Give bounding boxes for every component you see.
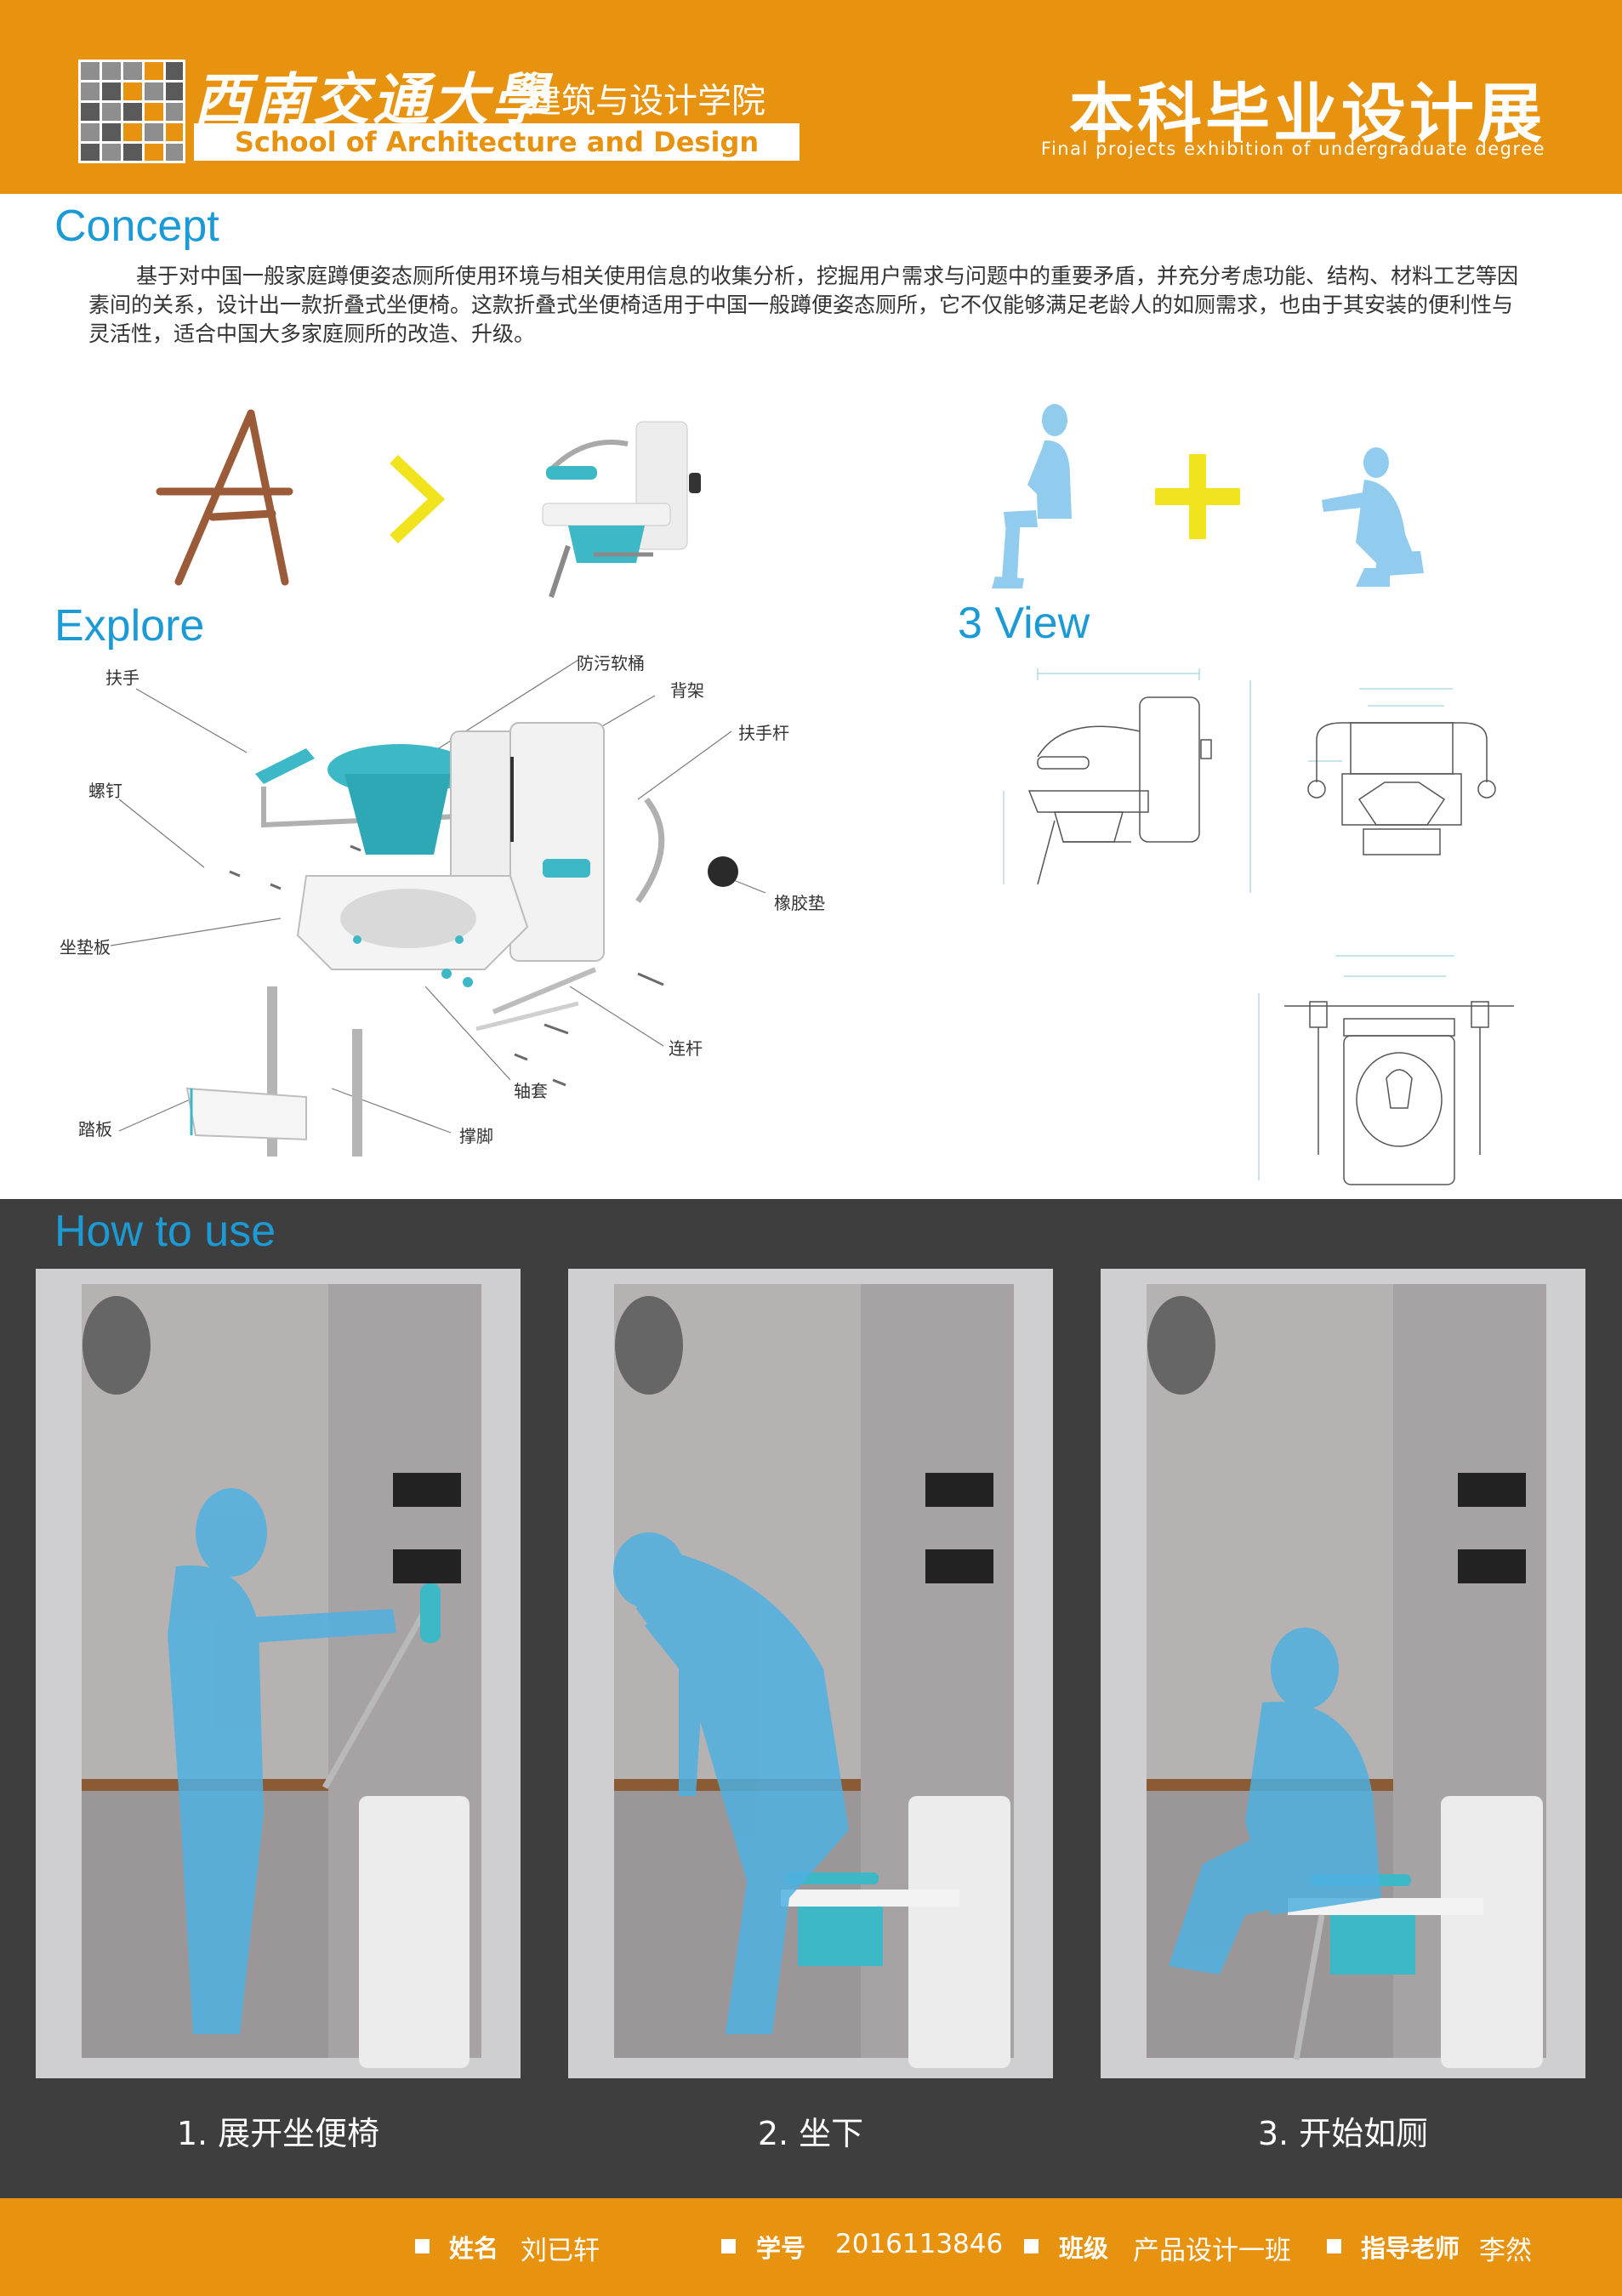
part-label-backframe: 背架 [670,680,704,701]
exploded-view-diagram [110,659,766,1157]
advisor-value: 李然 [1479,2236,1532,2266]
bullet-square-icon [1327,2239,1341,2253]
explore-heading: Explore [54,601,205,651]
college-name-cn: 建筑与设计学院 [527,82,765,121]
exhibition-title: 本科毕业设计展 [1069,76,1545,151]
top-view-drawing [1307,688,1496,855]
use-step-caption-2: 2. 坐下 [757,2115,864,2152]
student-name-label: 姓名 [449,2234,499,2263]
part-label-footboard: 踏板 [78,1119,112,1139]
part-label-bushing: 轴套 [514,1081,548,1101]
part-label-armrest-bar: 扶手杆 [738,723,789,743]
university-name-cn: 西南交通大學 [194,66,551,133]
university-logo-icon [78,60,185,163]
bathroom-scene-image [82,1284,481,2068]
bullet-square-icon [721,2239,736,2253]
use-step-caption-1: 1. 展开坐便椅 [176,2115,380,2152]
bullet-square-icon [1024,2239,1039,2253]
concept-heading: Concept [54,202,219,251]
student-id-value: 2016113846 [835,2229,1004,2259]
use-step-panel-2 [568,1269,1053,2078]
bathroom-scene-image [1147,1284,1546,2068]
header-banner [0,0,1622,194]
use-step-caption-3: 3. 开始如厕 [1257,2115,1429,2152]
advisor-label: 指导老师 [1361,2234,1460,2263]
school-name-en-box: School of Architecture and Design [194,123,800,161]
exhibition-subtitle: Final projects exhibition of undergradua… [1040,139,1545,159]
chevron-right-icon [390,454,446,544]
use-step-panel-1 [36,1269,521,2078]
class-value: 产品设计一班 [1133,2236,1291,2266]
bathroom-scene-image [613,1284,1014,2068]
part-label-connecting-rod: 连杆 [669,1038,703,1059]
side-view-drawing [1003,668,1251,893]
commode-chair-render [542,421,701,598]
part-label-armrest: 扶手 [105,668,139,688]
student-name-value: 刘已轩 [521,2236,600,2266]
front-view-drawing [1258,955,1514,1185]
school-name-en: School of Architecture and Design [234,126,760,158]
bullet-square-icon [415,2239,430,2253]
student-id-label: 学号 [756,2234,806,2263]
seated-human-figure [992,404,1072,588]
squatting-human-figure [1322,447,1424,587]
use-step-panel-3 [1101,1269,1585,2078]
part-label-bucket: 防污软桶 [577,653,645,673]
part-label-rubber-pad: 橡胶垫 [774,893,825,913]
how-to-use-heading: How to use [54,1207,276,1256]
three-view-heading: 3 View [958,599,1090,648]
footer-banner [0,2198,1622,2296]
concept-paragraph: 基于对中国一般家庭蹲便姿态厕所使用环境与相关使用信息的收集分析，挖掘用户需求与问… [88,264,1519,346]
part-label-support-leg: 撑脚 [459,1126,493,1146]
plus-icon [1155,454,1240,539]
class-label: 班级 [1059,2234,1109,2263]
part-label-seat-board: 坐垫板 [60,937,111,958]
folding-chair-image [156,409,293,586]
part-label-screw: 螺钉 [88,781,122,801]
